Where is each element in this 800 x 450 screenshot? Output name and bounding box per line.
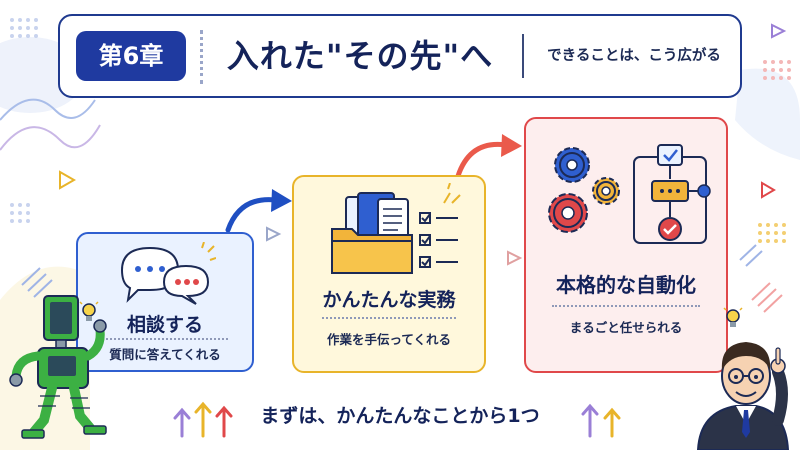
card-divider: [552, 305, 700, 307]
page-title: 入れた"その先"へ: [226, 37, 494, 75]
checklist-icon: [419, 212, 458, 268]
up-arrows-right: [581, 403, 621, 438]
step-card-simple-tasks: かんたんな実務 作業を手伝ってくれる: [292, 175, 486, 373]
card-divider: [322, 317, 456, 319]
card-subtitle: まるごと任せられる: [569, 320, 683, 335]
card-divider: [106, 338, 228, 340]
card-title: 本格的な自動化: [556, 273, 696, 297]
card-title: かんたんな実務: [322, 289, 456, 311]
lightbulb-icon: [79, 301, 99, 321]
arrow-blue-icon: [225, 189, 292, 233]
card-title: 相談する: [126, 314, 203, 336]
step-card-consult: 相談する 質問に答えてくれる: [76, 232, 254, 372]
arrow-red-icon: [455, 134, 522, 179]
chapter-badge: 第6章: [76, 31, 186, 81]
presenter-character: [696, 342, 790, 450]
up-arrows-left: [173, 401, 233, 438]
card-subtitle: 作業を手伝ってくれる: [326, 332, 451, 347]
workflow-flowchart-icon: [633, 144, 711, 244]
header-divider: [522, 34, 524, 78]
robot-character: [9, 295, 107, 439]
folder-documents-icon: [331, 192, 413, 274]
chat-bubbles-icon: [120, 242, 216, 305]
card-subtitle: 質問に答えてくれる: [109, 347, 221, 362]
page-subtitle: できることは、こう広がる: [547, 48, 721, 64]
step-card-automation: 本格的な自動化 まるごと任せられる: [524, 117, 728, 373]
chapter-header: 第6章 入れた"その先"へ できることは、こう広がる: [58, 14, 742, 98]
footer-message: まずは、かんたんなことから1つ: [260, 405, 540, 427]
lightbulb-icon: [723, 307, 743, 327]
header-dotted-divider: [200, 30, 203, 84]
gears-icon: [548, 147, 620, 233]
sparkle-icon: [443, 183, 461, 204]
